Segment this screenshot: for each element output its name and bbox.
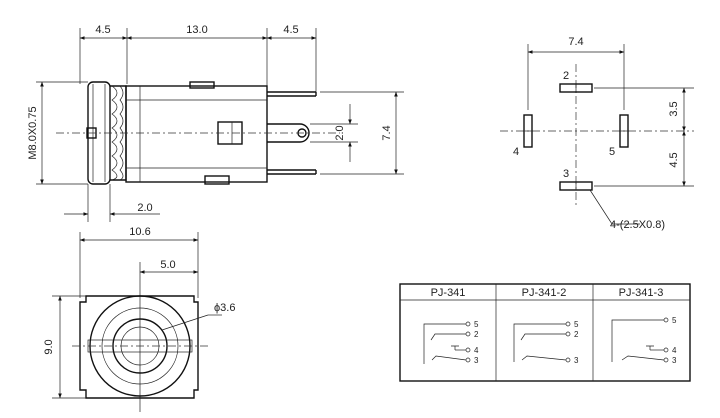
dim-pin-span: 7.4	[381, 125, 393, 140]
hole-diameter: ϕ3.6	[214, 302, 235, 314]
dim-lower-spacing: 4.5	[668, 152, 680, 167]
thread-label: M8.0X0.75	[27, 106, 39, 159]
pin-4: 4	[672, 346, 677, 355]
pcb-footprint: 7.4 2 4 5 3 3.5 4.5 4-(2.5X0.8)	[500, 36, 694, 231]
table-header-pj341: PJ-341	[431, 287, 466, 299]
dim-front-depth: 4.5	[95, 24, 110, 36]
schematic-pj341-3: 5 4 3	[611, 316, 677, 365]
pin-5: 5	[672, 316, 677, 325]
pad-size-note: 4-(2.5X0.8)	[610, 219, 665, 231]
schematic-pj341: 5 2 4 3	[423, 320, 479, 365]
dim-nut-thickness: 2.0	[137, 202, 152, 214]
dim-front-half-width: 5.0	[160, 259, 175, 271]
dim-front-height: 9.0	[43, 339, 55, 354]
pin-3: 3	[574, 356, 579, 365]
pad-label-3: 3	[563, 168, 569, 180]
side-view: 4.5 13.0 4.5	[27, 24, 404, 222]
pin-3: 3	[672, 356, 677, 365]
dim-lug-width: 2.0	[334, 125, 346, 140]
pin-4: 4	[474, 346, 479, 355]
pin-5: 5	[574, 320, 579, 329]
dim-pin-length: 4.5	[283, 24, 298, 36]
dim-footprint-width: 7.4	[568, 36, 583, 48]
table-header-pj341-3: PJ-341-3	[619, 287, 664, 299]
pad-label-2: 2	[563, 70, 569, 82]
table-header-pj341-2: PJ-341-2	[522, 287, 567, 299]
pad-label-4: 4	[513, 146, 519, 158]
front-view: 10.6 5.0 ϕ3.6 9.0	[43, 226, 235, 412]
dim-upper-spacing: 3.5	[668, 101, 680, 116]
pin-2: 2	[474, 330, 479, 339]
pin-2: 2	[574, 330, 579, 339]
dim-front-width: 10.6	[129, 226, 150, 238]
schematic-pj341-2: 5 2 3	[513, 320, 579, 365]
pin-5: 5	[474, 320, 479, 329]
schematic-table: PJ-341 PJ-341-2 PJ-341-3 5 2 4 3	[399, 283, 691, 382]
dim-body-length: 13.0	[186, 24, 207, 36]
pin-3: 3	[474, 356, 479, 365]
pad-label-5: 5	[609, 146, 615, 158]
